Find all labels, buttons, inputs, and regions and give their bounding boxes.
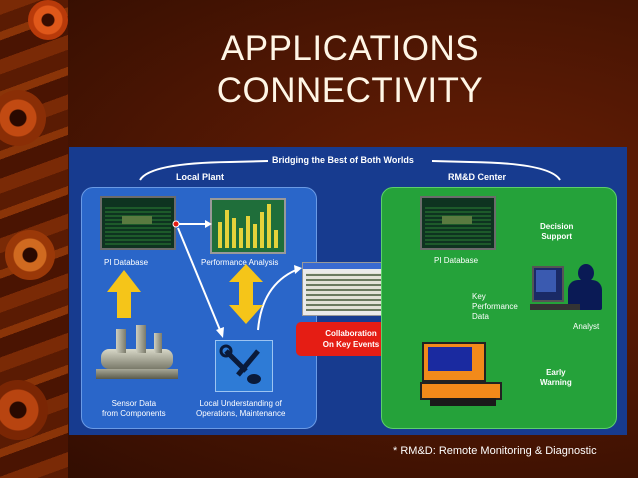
- early-warning-line-1: Early: [546, 368, 566, 377]
- local-understanding-line-2: Operations, Maintenance: [196, 409, 286, 418]
- local-plant-heading: Local Plant: [176, 172, 225, 182]
- title-line-1: APPLICATIONS: [220, 29, 480, 68]
- local-understanding-line-1: Local Understanding of: [199, 399, 282, 408]
- title-line-2: CONNECTIVITY: [216, 71, 484, 110]
- sensor-data-line-1: Sensor Data: [111, 399, 157, 408]
- rmd-pi-database-screen-icon: [420, 196, 496, 250]
- decision-line-1: Decision: [540, 222, 574, 231]
- wrench-icon: [219, 344, 261, 384]
- computer-icon: [420, 342, 502, 408]
- early-warning-label: Early Warning: [540, 368, 572, 388]
- sensor-components-icon: [96, 325, 178, 387]
- kpd-line-3: Data: [472, 312, 489, 321]
- analyst-icon: [528, 262, 606, 318]
- gear-icon: [5, 230, 55, 280]
- tools-icon: [215, 340, 273, 392]
- performance-chart-icon: [210, 198, 286, 254]
- sensor-data-label: Sensor Data from Components: [102, 399, 166, 419]
- decorative-gear-strip: [0, 0, 68, 478]
- collaboration-line-1: Collaboration: [325, 329, 377, 338]
- local-pi-database-label: PI Database: [104, 258, 149, 267]
- rmd-center-heading: RM&D Center: [448, 172, 507, 182]
- decision-line-2: Support: [541, 232, 572, 241]
- gear-icon: [28, 0, 68, 40]
- pi-database-screen-icon: [100, 196, 176, 250]
- early-warning-line-2: Warning: [540, 378, 572, 387]
- gear-icon: [0, 380, 48, 440]
- footnote: * RM&D: Remote Monitoring & Diagnostic: [393, 445, 597, 457]
- key-performance-data-label: Key Performance Data: [472, 292, 518, 322]
- kpd-line-2: Performance: [472, 302, 518, 311]
- collaboration-line-2: On Key Events: [322, 340, 380, 349]
- sensor-data-line-2: from Components: [102, 409, 166, 418]
- rmd-pi-database-label: PI Database: [434, 256, 479, 265]
- gear-icon: [0, 90, 46, 146]
- local-understanding-label: Local Understanding of Operations, Maint…: [196, 399, 285, 419]
- banner-text: Bridging the Best of Both Worlds: [272, 155, 414, 165]
- slide-title: APPLICATIONS CONNECTIVITY: [170, 28, 530, 112]
- kpd-line-1: Key: [472, 292, 486, 301]
- analyst-label: Analyst: [573, 322, 600, 331]
- decision-support-label: Decision Support: [540, 222, 573, 242]
- performance-analysis-label: Performance Analysis: [201, 258, 279, 267]
